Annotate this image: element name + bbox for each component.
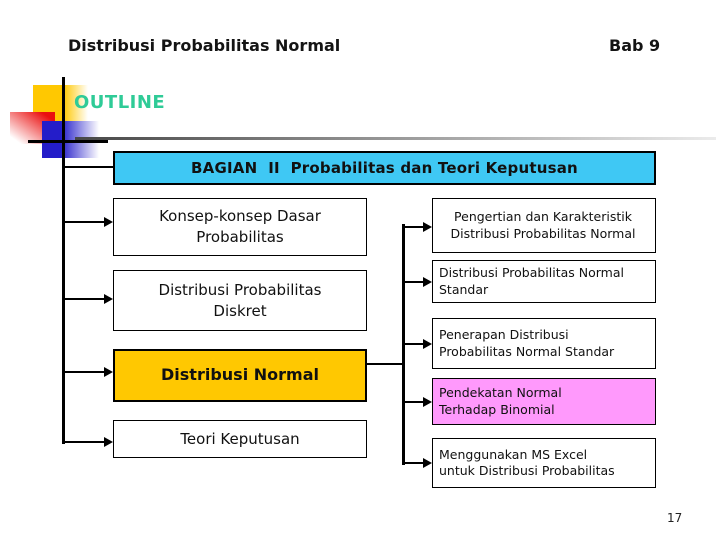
box-label: Pengertian dan Karakteristik Distribusi … xyxy=(450,209,636,241)
feed-connector-line xyxy=(367,363,405,365)
box-label: Menggunakan MS Excel untuk Distribusi Pr… xyxy=(439,446,615,479)
connector-line xyxy=(64,298,105,300)
arrow-right-icon xyxy=(423,277,432,287)
box-label: Distribusi Probabilitas Normal Standar xyxy=(439,265,624,297)
chapter-label: Bab 9 xyxy=(609,36,661,55)
connector-line xyxy=(64,221,105,223)
connector-line xyxy=(404,281,424,283)
right-box-penerapan-standar: Penerapan Distribusi Probabilitas Normal… xyxy=(432,318,656,369)
outline-heading: OUTLINE xyxy=(74,92,166,113)
arrow-right-icon xyxy=(423,222,432,232)
box-label: Distribusi Probabilitas Diskret xyxy=(158,280,322,320)
left-box-konsep-dasar: Konsep-konsep Dasar Probabilitas xyxy=(113,198,367,256)
arrow-right-icon xyxy=(423,458,432,468)
arrow-right-icon xyxy=(423,397,432,407)
arrow-right-icon xyxy=(104,437,113,447)
box-label: Distribusi Normal xyxy=(161,365,319,385)
page-number: 17 xyxy=(667,511,683,525)
arrow-right-icon xyxy=(104,367,113,377)
arrow-right-icon xyxy=(104,217,113,227)
divider-rule xyxy=(75,137,716,140)
right-box-pendekatan-binomial: Pendekatan Normal Terhadap Binomial xyxy=(432,378,656,425)
left-box-distribusi-diskret: Distribusi Probabilitas Diskret xyxy=(113,270,367,331)
left-box-distribusi-normal: Distribusi Normal xyxy=(113,349,367,402)
arrow-right-icon xyxy=(104,294,113,304)
connector-line xyxy=(404,401,424,403)
connector-line xyxy=(64,441,105,443)
connector-line xyxy=(404,462,424,464)
box-label: Penerapan Distribusi Probabilitas Normal… xyxy=(439,327,615,359)
right-bracket-line xyxy=(402,224,405,465)
logo-cross-horizontal xyxy=(28,140,108,143)
connector-line xyxy=(404,343,424,345)
left-bracket-line xyxy=(62,77,65,444)
right-box-ms-excel: Menggunakan MS Excel untuk Distribusi Pr… xyxy=(432,438,656,488)
arrow-right-icon xyxy=(423,339,432,349)
box-label: Pendekatan Normal Terhadap Binomial xyxy=(439,385,562,417)
right-box-normal-standar: Distribusi Probabilitas Normal Standar xyxy=(432,260,656,303)
box-label: Konsep-konsep Dasar Probabilitas xyxy=(159,207,321,246)
root-box: BAGIAN II Probabilitas dan Teori Keputus… xyxy=(113,151,656,185)
connector-line xyxy=(404,226,424,228)
slide-header-title: Distribusi Probabilitas Normal xyxy=(68,36,341,55)
root-connector-line xyxy=(64,166,113,168)
box-label: Teori Keputusan xyxy=(180,429,300,448)
right-box-pengertian-karakteristik: Pengertian dan Karakteristik Distribusi … xyxy=(432,198,656,253)
left-box-teori-keputusan: Teori Keputusan xyxy=(113,420,367,458)
root-box-label: BAGIAN II Probabilitas dan Teori Keputus… xyxy=(191,158,578,177)
connector-line xyxy=(64,371,105,373)
